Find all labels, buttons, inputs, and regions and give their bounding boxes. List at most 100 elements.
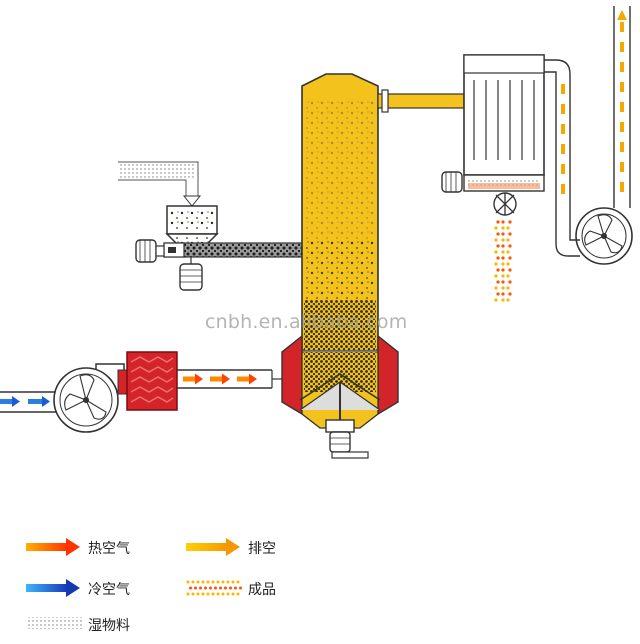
product-particle (501, 298, 505, 302)
product-particle (501, 226, 505, 230)
legend-product-particle (214, 586, 217, 590)
product-particle (508, 232, 512, 236)
legend-product-particle (239, 586, 242, 590)
legend-hot-air-symbol (26, 538, 80, 556)
legend-product-particle (206, 592, 210, 596)
product-particle (501, 256, 505, 260)
legend-product-particle (211, 580, 215, 584)
filter-motor (441, 171, 463, 193)
legend-exhaust-label: 排空 (248, 541, 276, 557)
product-particle (494, 298, 498, 302)
legend-product-particle (219, 586, 222, 590)
product-particle (506, 286, 510, 290)
product-particle (494, 250, 498, 254)
legend-product-particle (199, 586, 202, 590)
product-particle (496, 268, 500, 272)
exhaust-pipe (544, 59, 571, 208)
exhaust-stack (613, 6, 631, 208)
product-particle (496, 232, 500, 236)
exhaust-arrows-down (561, 84, 565, 194)
drying-tower (301, 73, 379, 351)
legend-product-particle (236, 592, 240, 596)
hot-air-arrow (183, 373, 257, 385)
legend-product-particle (201, 580, 205, 584)
legend-product-particle (189, 586, 192, 590)
product-particle (494, 262, 498, 266)
product-particle (496, 280, 500, 284)
product-particle (506, 274, 510, 278)
legend-product-particle (236, 580, 240, 584)
product-particle (501, 280, 505, 284)
legend-product-particle (216, 580, 220, 584)
agitator-motor (325, 419, 369, 459)
legend-product-particle (231, 580, 235, 584)
product-particle (496, 256, 500, 260)
exhaust-arrows-up (617, 10, 627, 192)
legend-exhaust-symbol (186, 538, 240, 556)
product-particle (496, 292, 500, 296)
feed-hopper (165, 205, 219, 247)
legend-product-particle (226, 592, 230, 596)
screw-feeder (163, 242, 303, 258)
product-particle (506, 226, 510, 230)
product-particle (494, 238, 498, 242)
legend-product-particle (196, 592, 200, 596)
legend-hot-air-label: 热空气 (88, 541, 130, 557)
product-particle (501, 286, 505, 290)
product-particle (501, 244, 505, 248)
product-particle (508, 292, 512, 296)
legend-product-particle (216, 592, 220, 596)
cold-air-arrow (0, 396, 50, 407)
product-particle (494, 226, 498, 230)
rotary-valve (493, 192, 517, 216)
product-particle (501, 262, 505, 266)
legend-product-label: 成品 (248, 582, 276, 598)
legend-wet-material-symbol (26, 617, 82, 629)
product-particle (508, 244, 512, 248)
product-particle (496, 244, 500, 248)
legend-product-particle (209, 586, 212, 590)
legend-product-particle (204, 586, 207, 590)
exhaust-duct (377, 89, 465, 113)
watermark: cnbh.en.alibaba.com (205, 311, 408, 333)
wet-material-feed (118, 161, 202, 207)
legend-product-particle (206, 580, 210, 584)
agitator-chamber (281, 334, 399, 429)
product-particle (508, 268, 512, 272)
product-particle (506, 262, 510, 266)
legend-product-particle (231, 592, 235, 596)
legend-product-particle (186, 580, 190, 584)
legend-product-particle (194, 586, 197, 590)
legend-product-particle (191, 580, 195, 584)
product-particle (496, 220, 500, 224)
cold-air-inlet-pipe (0, 391, 62, 413)
product-particle (501, 232, 505, 236)
legend-product-particle (224, 586, 227, 590)
air-heater (126, 351, 178, 411)
product-particle (501, 220, 505, 224)
legend-product-particle (221, 580, 225, 584)
product-particle (506, 238, 510, 242)
exhaust-fan (555, 207, 633, 265)
legend-product-particle (221, 592, 225, 596)
product-particle (494, 274, 498, 278)
legend-product-particle (211, 592, 215, 596)
product-discharge (494, 220, 512, 302)
legend-product-particle (196, 580, 200, 584)
product-particle (501, 238, 505, 242)
product-particle (501, 268, 505, 272)
product-particle (508, 256, 512, 260)
legend-product-symbol (186, 580, 242, 596)
product-particle (506, 250, 510, 254)
legend-product-particle (234, 586, 237, 590)
legend-product-particle (226, 580, 230, 584)
legend-product-particle (191, 592, 195, 596)
hot-air-pipe (177, 369, 287, 389)
bag-filter (463, 54, 545, 192)
product-particle (508, 220, 512, 224)
product-particle (501, 250, 505, 254)
legend-product-particle (201, 592, 205, 596)
product-particle (494, 286, 498, 290)
feeder-motor (135, 239, 165, 263)
